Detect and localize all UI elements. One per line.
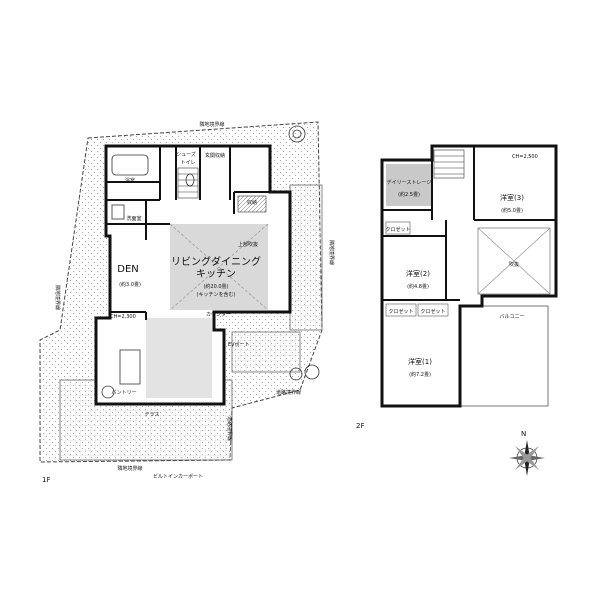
living-label: リビングダイニング <box>171 255 261 268</box>
boundary-top: 隣地境界線 <box>199 121 224 128</box>
ev-label: EVポート <box>228 341 250 348</box>
living-note: (キッチンを含む) <box>197 291 236 298</box>
stairs-1f <box>177 167 199 199</box>
western3-area: (約5.0畳) <box>501 207 523 214</box>
pantry-label: パントリー <box>111 390 136 396</box>
closet-label-c: クロゼット <box>420 308 445 315</box>
bath-label: 浴室 <box>125 177 135 184</box>
balcony-label: バルコニー <box>500 314 525 320</box>
storage-daily-area: (約2.5畳) <box>398 191 420 198</box>
stairs-2f <box>433 149 465 179</box>
walls-1f <box>106 146 270 320</box>
storage-daily-zone <box>386 164 432 206</box>
ch-note-2f: CH=2,500 <box>512 154 538 160</box>
second-floor: バルコニー 洋室(3) <box>356 144 558 430</box>
boundary-bottom: 隣地境界線 <box>117 465 142 472</box>
deck-bottom <box>231 331 301 373</box>
den-label: DEN <box>117 264 139 275</box>
floor-label-2f: 2F <box>356 422 364 430</box>
ceiling-note: 上部吹抜 <box>238 241 258 248</box>
balcony <box>447 305 549 407</box>
road-boundary-bottom: 道路境界線 <box>226 416 233 441</box>
western2-label: 洋室(2) <box>406 269 430 278</box>
compass-icon: N <box>509 430 545 476</box>
first-floor: リビングダイニング キッチン (約20.0畳) (キッチンを含む) 上部吹抜 D… <box>39 121 335 484</box>
washbasin <box>111 204 125 220</box>
kitchen-zone <box>146 318 212 398</box>
void-label: 吹抜 <box>509 261 519 268</box>
road-boundary-right: 道路境界線 <box>276 389 301 396</box>
den-area: (約3.0畳) <box>119 281 141 288</box>
storage-daily-label: デイリーストレージ <box>387 179 432 186</box>
toilet-label: トイレ <box>180 160 195 166</box>
kitchen-label: キッチン <box>196 268 236 280</box>
closet-2f-c <box>417 303 449 317</box>
kitchen-island <box>119 349 141 385</box>
bathtub <box>111 154 149 176</box>
closet-label-a: クロゼット <box>385 226 410 233</box>
boundary-left: 隣地境界線 <box>54 285 61 310</box>
closet-label-b: クロゼット <box>388 308 413 315</box>
floor-label-1f: 1F <box>42 476 50 484</box>
storage-top-label: 玄関収納 <box>205 152 225 159</box>
western2-area: (約4.8畳) <box>407 283 429 290</box>
terrace-label: テラス <box>145 412 160 418</box>
deck-right <box>289 184 323 331</box>
storage-small-label: 収納 <box>247 199 257 206</box>
entrance-floor <box>237 195 267 213</box>
tree-icon <box>101 125 320 399</box>
counter-label: カウンター <box>206 311 231 318</box>
washroom-label: 洗面室 <box>126 215 141 222</box>
void-cross <box>477 227 551 295</box>
boundary-right: 隣地境界線 <box>328 240 335 265</box>
compass-north: N <box>521 430 526 438</box>
ch-note-1f: CH=2,300 <box>110 314 136 320</box>
void-marker <box>169 223 269 311</box>
shoes-label: シューズ <box>176 151 196 158</box>
closet-2f-a <box>385 221 411 235</box>
western3-label: 洋室(3) <box>500 193 524 202</box>
western1-area: (約7.2畳) <box>409 371 431 378</box>
living-area: (約20.0畳) <box>203 283 228 290</box>
builtin-carport: ビルトインカーポート <box>153 473 203 480</box>
walls-2f <box>382 146 556 301</box>
closet-2f-b <box>385 303 417 317</box>
western1-label: 洋室(1) <box>408 357 432 366</box>
